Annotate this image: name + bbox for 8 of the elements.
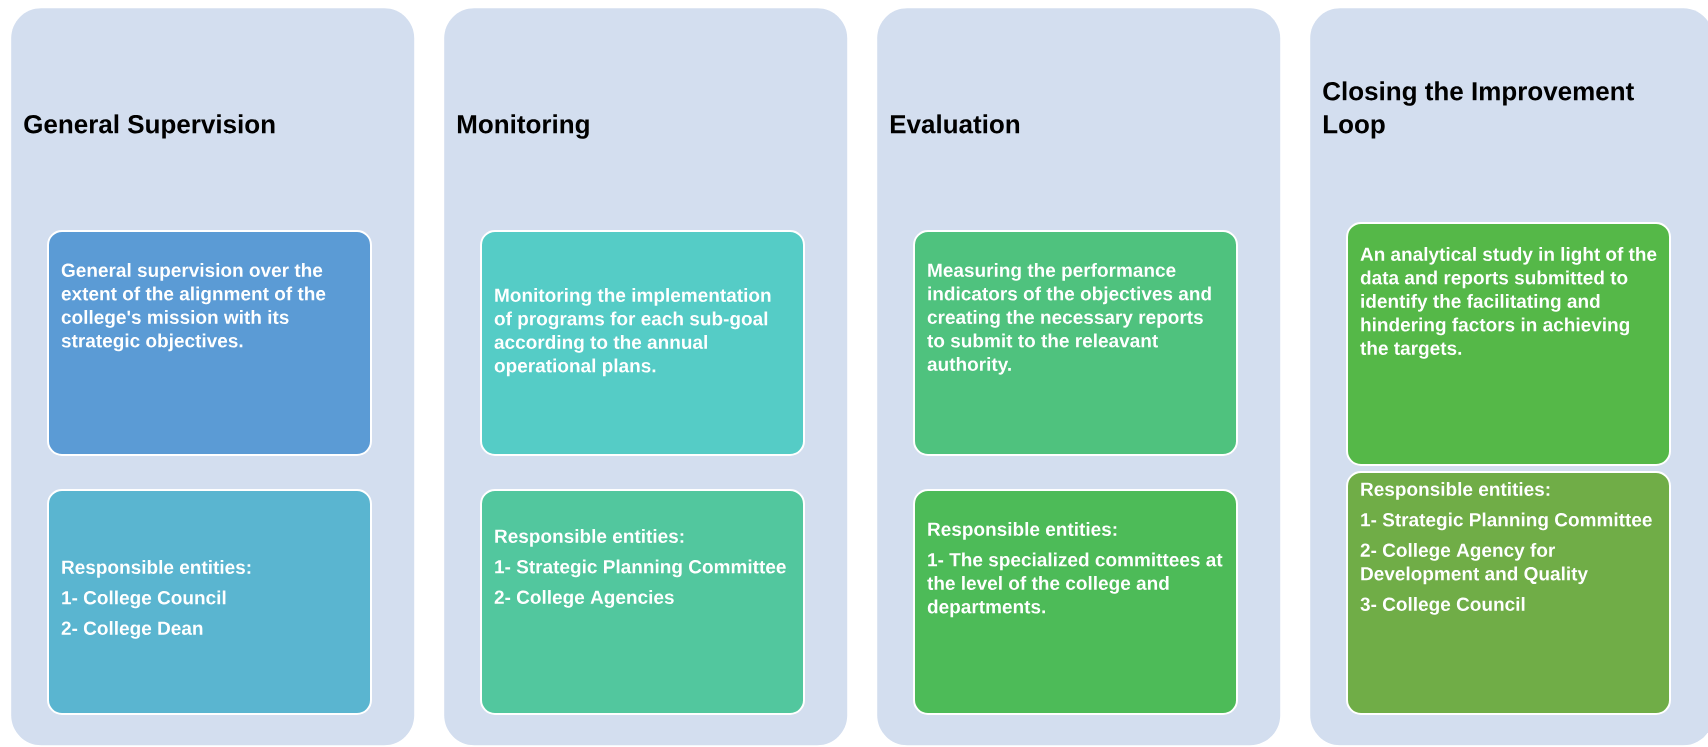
description-box: Monitoring the implementation of programs for each sub-goal according to the annual operational plans. [480, 230, 805, 456]
responsibility-box: Responsible entities: 1- College Council 2- College Dean [47, 489, 372, 715]
responsibility-box: Responsible entities: 1- Strategic Planning Committee 2- College Agency for Development and Quality 3- College Council [1346, 471, 1671, 715]
description-box: Measuring the performance indicators of the objectives and creating the necessary reports to submit to the releavant authority. [913, 230, 1238, 456]
description-box: An analytical study in light of the data and reports submitted to identify the facilitating and hindering factors in achieving the targets. [1346, 222, 1671, 466]
responsibility-box: Responsible entities: 1- The specialized committees at the level of the college and departments. [913, 489, 1238, 715]
responsibility-box: Responsible entities: 1- Strategic Planning Committee 2- College Agencies [480, 489, 805, 715]
description-box: General supervision over the extent of the alignment of the college's mission with its strategic objectives. [47, 230, 372, 456]
